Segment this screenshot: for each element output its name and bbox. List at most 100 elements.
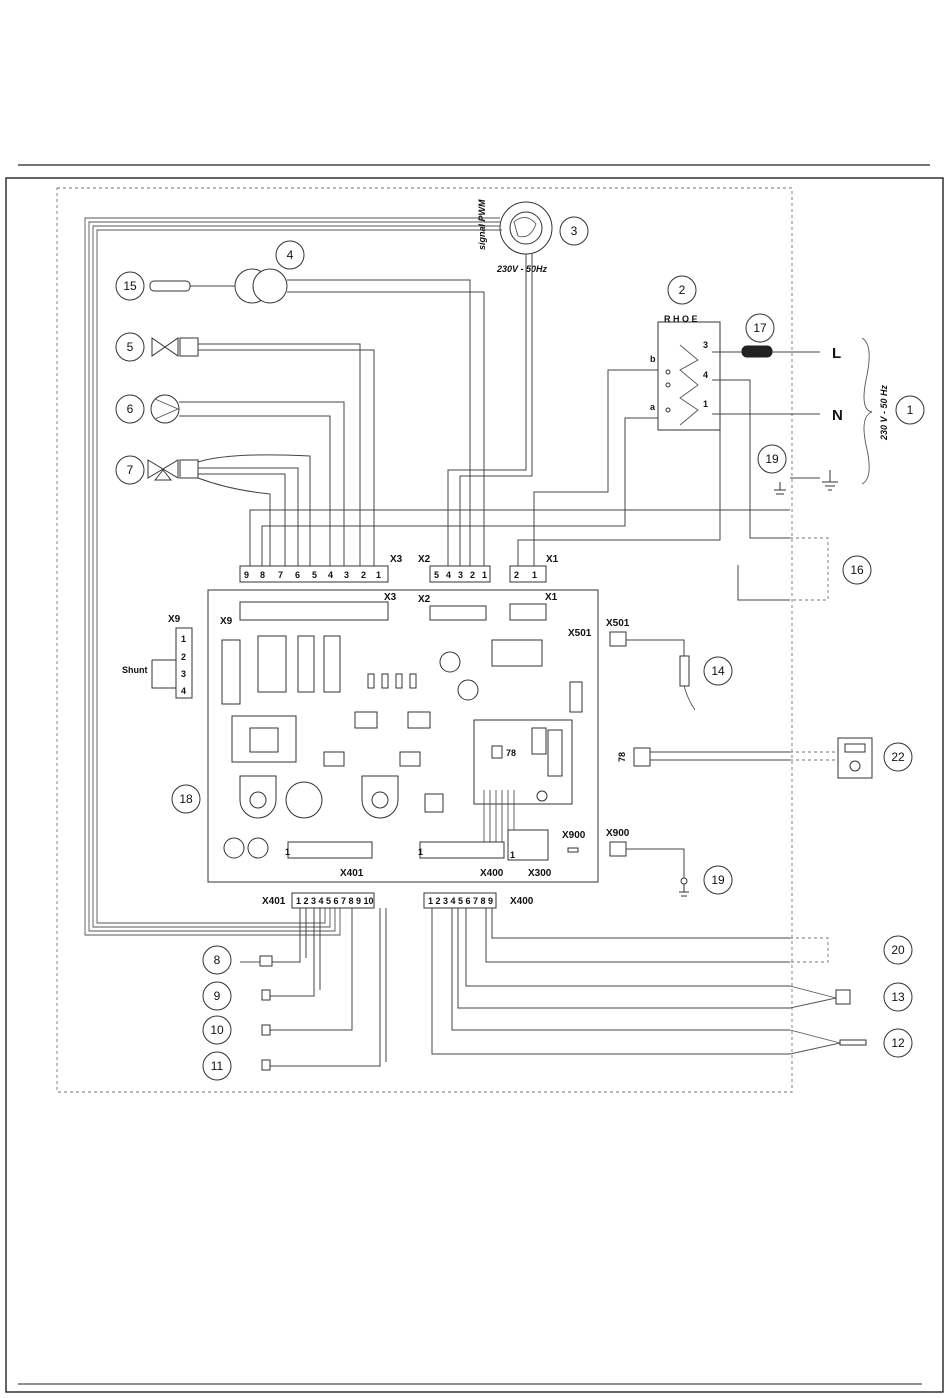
x400-connector: 1 2 3 4 5 6 7 8 9 X400 [424, 893, 866, 1054]
svg-text:7: 7 [278, 570, 283, 580]
fan-signal-label: signal PWM [477, 199, 487, 250]
callout-5-label: 5 [127, 340, 134, 354]
probe-15 [150, 281, 190, 291]
main-switch: R H O E b a 3 4 1 [650, 314, 720, 430]
svg-text:78: 78 [506, 748, 516, 758]
mains-wiring: L N 230 V - 50 Hz [712, 338, 889, 538]
svg-text:1: 1 [418, 847, 423, 857]
callout-11-label: 11 [211, 1059, 224, 1073]
svg-text:X501: X501 [606, 618, 630, 629]
svg-text:1: 1 [376, 570, 381, 580]
mains-voltage-label: 230 V - 50 Hz [879, 384, 889, 441]
transformer [190, 269, 484, 568]
svg-text:3: 3 [458, 570, 463, 580]
valve-5 [152, 338, 374, 568]
svg-text:5: 5 [312, 570, 317, 580]
svg-text:X400: X400 [510, 896, 534, 907]
svg-text:9: 9 [244, 570, 249, 580]
svg-text:X401: X401 [340, 868, 364, 879]
x401-connector: X401 1 2 3 4 5 6 7 8 9 10 [262, 893, 386, 1066]
callout-12-label: 12 [891, 1036, 905, 1050]
svg-text:3: 3 [181, 669, 186, 679]
svg-text:b: b [650, 354, 656, 364]
callout-13-label: 13 [891, 990, 905, 1004]
callout-6-label: 6 [127, 402, 134, 416]
svg-text:X900: X900 [606, 828, 630, 839]
pump [151, 395, 344, 568]
item-16-wiring [738, 538, 828, 600]
svg-text:X3: X3 [384, 592, 397, 603]
svg-text:1: 1 [482, 570, 487, 580]
svg-text:4: 4 [181, 686, 186, 696]
svg-text:1: 1 [703, 399, 708, 409]
svg-text:X1: X1 [545, 592, 558, 603]
control-board: X3 X2 X1 X501 X9 78 [208, 590, 598, 882]
switch-top-labels: R H O E [664, 314, 698, 324]
callout-15-label: 15 [123, 279, 137, 293]
svg-text:X9: X9 [220, 616, 233, 627]
svg-text:2: 2 [361, 570, 366, 580]
line-label: L [832, 345, 841, 362]
callout-17-label: 17 [753, 321, 767, 335]
x1-label: X1 [546, 554, 559, 565]
svg-text:6: 6 [295, 570, 300, 580]
callout-22-label: 22 [891, 750, 905, 764]
x900-wiring: X900 [606, 828, 689, 896]
svg-text:X900: X900 [562, 830, 586, 841]
svg-text:78: 78 [617, 752, 627, 762]
x3-pin8-wire [262, 418, 660, 568]
callout-2-label: 2 [679, 283, 686, 297]
svg-text:X501: X501 [568, 628, 592, 639]
svg-text:3: 3 [703, 340, 708, 350]
svg-text:1: 1 [532, 570, 537, 580]
svg-text:4: 4 [328, 570, 333, 580]
x2-label: X2 [418, 554, 431, 565]
svg-text:2: 2 [514, 570, 519, 580]
sensor-11 [262, 1060, 270, 1070]
svg-text:X9: X9 [168, 614, 181, 625]
sensor-8 [240, 956, 272, 966]
svg-text:2: 2 [470, 570, 475, 580]
svg-text:1 2 3 4 5 6 7 8 9 10: 1 2 3 4 5 6 7 8 9 10 [296, 896, 374, 906]
x501-wiring: X501 [606, 618, 695, 710]
x3-earth-wire [250, 510, 790, 568]
svg-text:X400: X400 [480, 868, 504, 879]
x3-connector: 9 8 7 6 5 4 3 2 1 X3 [240, 554, 403, 582]
svg-text:a: a [650, 402, 656, 412]
t78-wiring: 78 [617, 738, 872, 778]
svg-text:X2: X2 [418, 594, 431, 605]
neutral-label: N [832, 407, 843, 424]
svg-text:4: 4 [446, 570, 451, 580]
callout-16-label: 16 [850, 563, 864, 577]
svg-text:3: 3 [344, 570, 349, 580]
callout-9-label: 9 [214, 989, 221, 1003]
svg-text:8: 8 [260, 570, 265, 580]
svg-text:4: 4 [703, 370, 708, 380]
sensor-9 [262, 990, 270, 1000]
svg-text:5: 5 [434, 570, 439, 580]
callout-10-label: 10 [210, 1023, 224, 1037]
fan: signal PWM 230V - 50Hz [448, 199, 552, 568]
svg-text:1: 1 [181, 634, 186, 644]
callout-1-label: 1 [907, 403, 914, 417]
callout-19a-label: 19 [765, 452, 779, 466]
svg-text:1 2 3 4 5 6 7 8 9: 1 2 3 4 5 6 7 8 9 [428, 896, 493, 906]
svg-text:1: 1 [510, 850, 515, 860]
callout-7-label: 7 [127, 463, 134, 477]
svg-text:1: 1 [285, 847, 290, 857]
svg-text:X300: X300 [528, 868, 552, 879]
shunt-label: Shunt [122, 665, 148, 675]
callout-3-label: 3 [571, 224, 578, 238]
three-way-valve [148, 455, 310, 568]
callout-4-label: 4 [287, 248, 294, 262]
fan-voltage-label: 230V - 50Hz [496, 264, 548, 274]
x2-connector: 5 4 3 2 1 X2 [418, 554, 490, 582]
callout-19b-label: 19 [711, 873, 725, 887]
x3-label: X3 [390, 554, 403, 565]
callout-8-label: 8 [214, 953, 221, 967]
callout-18-label: 18 [179, 792, 193, 806]
callout-20-label: 20 [891, 943, 905, 957]
svg-text:2: 2 [181, 652, 186, 662]
sensor-10 [262, 1025, 270, 1035]
